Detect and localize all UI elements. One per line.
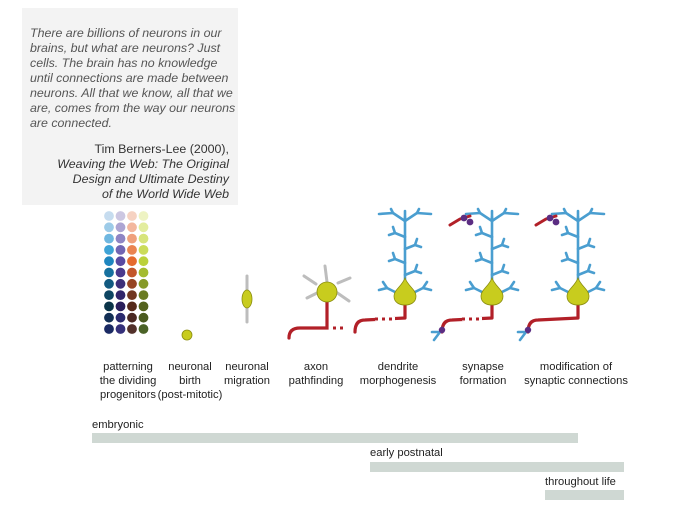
quote-box: [22, 8, 238, 205]
stage-label-patterning: patterning the dividing progenitors: [98, 360, 158, 402]
quote-line: are connected.: [30, 116, 112, 130]
book-title-line: Design and Ultimate Destiny: [72, 172, 229, 186]
stage-label-line: neuronal: [168, 361, 212, 373]
period-label-embryonic: embryonic: [92, 419, 144, 431]
quote-line: brains, but what are neurons? Just: [30, 41, 221, 55]
stage-label-line: dendrite: [377, 361, 419, 373]
period-label-throughout-life: throughout life: [545, 476, 616, 488]
progenitor-cell: [115, 300, 127, 312]
progenitor-cell: [126, 323, 138, 335]
quote-line: until connections are made between: [30, 71, 229, 85]
progenitor-cell: [138, 255, 150, 267]
progenitor-cell: [103, 210, 115, 222]
stage-label-migration: neuronal migration: [220, 360, 274, 388]
progenitor-cell: [103, 312, 115, 324]
progenitor-cell: [126, 266, 138, 278]
migrating-neuron: [241, 274, 253, 324]
quote-line: cells. The brain has no knowledge: [30, 56, 218, 70]
progenitor-cell: [126, 221, 138, 233]
stage-label-birth: neuronal birth (post-mitotic): [157, 360, 223, 402]
timeline-bar-early-postnatal: [370, 462, 624, 472]
progenitor-cell: [138, 300, 150, 312]
progenitor-grid: [103, 210, 150, 335]
stage-label-synapse: synapse formation: [452, 360, 514, 388]
progenitor-cell: [115, 266, 127, 278]
dendrite-neuron: [353, 207, 433, 334]
pathfinding-neuron: [287, 264, 352, 340]
stage-label-line: patterning: [103, 361, 153, 373]
progenitor-cell: [115, 244, 127, 256]
progenitor-cell: [103, 300, 115, 312]
progenitor-cell: [138, 278, 150, 290]
progenitor-cell: [115, 289, 127, 301]
progenitor-cell: [115, 233, 127, 245]
stage-label-line: formation: [459, 375, 507, 387]
book-title-line: of the World Wide Web: [101, 187, 229, 201]
stage-label-modification: modification of synaptic connections: [521, 360, 631, 388]
stage-label-line: (post-mitotic): [157, 389, 223, 401]
stage-label-line: morphogenesis: [359, 375, 437, 387]
stage-label-line: axon: [303, 361, 329, 373]
progenitor-cell: [103, 244, 115, 256]
timeline-bar-throughout-life: [545, 490, 624, 500]
quote-author: Tim Berners-Lee (2000),: [94, 142, 229, 156]
progenitor-cell: [138, 266, 150, 278]
quote-line: are, comes from the way our neurons: [30, 101, 236, 115]
progenitor-cell: [126, 233, 138, 245]
progenitor-cell: [126, 289, 138, 301]
progenitor-cell: [126, 312, 138, 324]
progenitor-cell: [126, 278, 138, 290]
progenitor-cell: [115, 312, 127, 324]
progenitor-cell: [103, 266, 115, 278]
period-label-early-postnatal: early postnatal: [370, 447, 443, 459]
progenitor-cell: [115, 323, 127, 335]
progenitor-cell: [138, 312, 150, 324]
synapse-neuron: [430, 207, 520, 342]
progenitor-cell: [103, 255, 115, 267]
quote-line: neurons. All that we know, all that we: [30, 86, 233, 100]
stage-label-line: birth: [179, 375, 201, 387]
stage-label-line: modification of: [539, 361, 613, 373]
progenitor-cell: [115, 210, 127, 222]
progenitor-cell: [126, 255, 138, 267]
stage-label-line: the dividing: [99, 375, 157, 387]
progenitor-cell: [138, 210, 150, 222]
progenitor-cell: [126, 244, 138, 256]
progenitor-cell: [138, 233, 150, 245]
progenitor-cell: [103, 278, 115, 290]
stage-label-line: migration: [223, 375, 270, 387]
progenitor-cell: [138, 244, 150, 256]
stage-label-line: progenitors: [100, 389, 156, 401]
modification-neuron: [516, 207, 606, 342]
progenitor-cell: [115, 255, 127, 267]
stage-label-line: pathfinding: [288, 375, 344, 387]
timeline-bar-embryonic: [92, 433, 578, 443]
stage-label-pathfinding: axon pathfinding: [285, 360, 347, 388]
progenitor-cell: [103, 323, 115, 335]
stage-label-line: synaptic connections: [524, 375, 628, 387]
stage-label-dendrite: dendrite morphogenesis: [355, 360, 441, 388]
quote-line: There are billions of neurons in our: [30, 26, 222, 40]
newborn-neuron: [181, 329, 193, 341]
progenitor-cell: [103, 221, 115, 233]
progenitor-cell: [103, 233, 115, 245]
progenitor-cell: [138, 221, 150, 233]
book-title-line: Weaving the Web: The Original: [57, 157, 229, 171]
progenitor-cell: [115, 221, 127, 233]
stage-label-line: neuronal: [225, 361, 269, 373]
progenitor-cell: [115, 278, 127, 290]
progenitor-cell: [138, 323, 150, 335]
progenitor-cell: [126, 300, 138, 312]
progenitor-cell: [138, 289, 150, 301]
progenitor-cell: [103, 289, 115, 301]
progenitor-cell: [126, 210, 138, 222]
stage-label-line: synapse: [462, 361, 504, 373]
